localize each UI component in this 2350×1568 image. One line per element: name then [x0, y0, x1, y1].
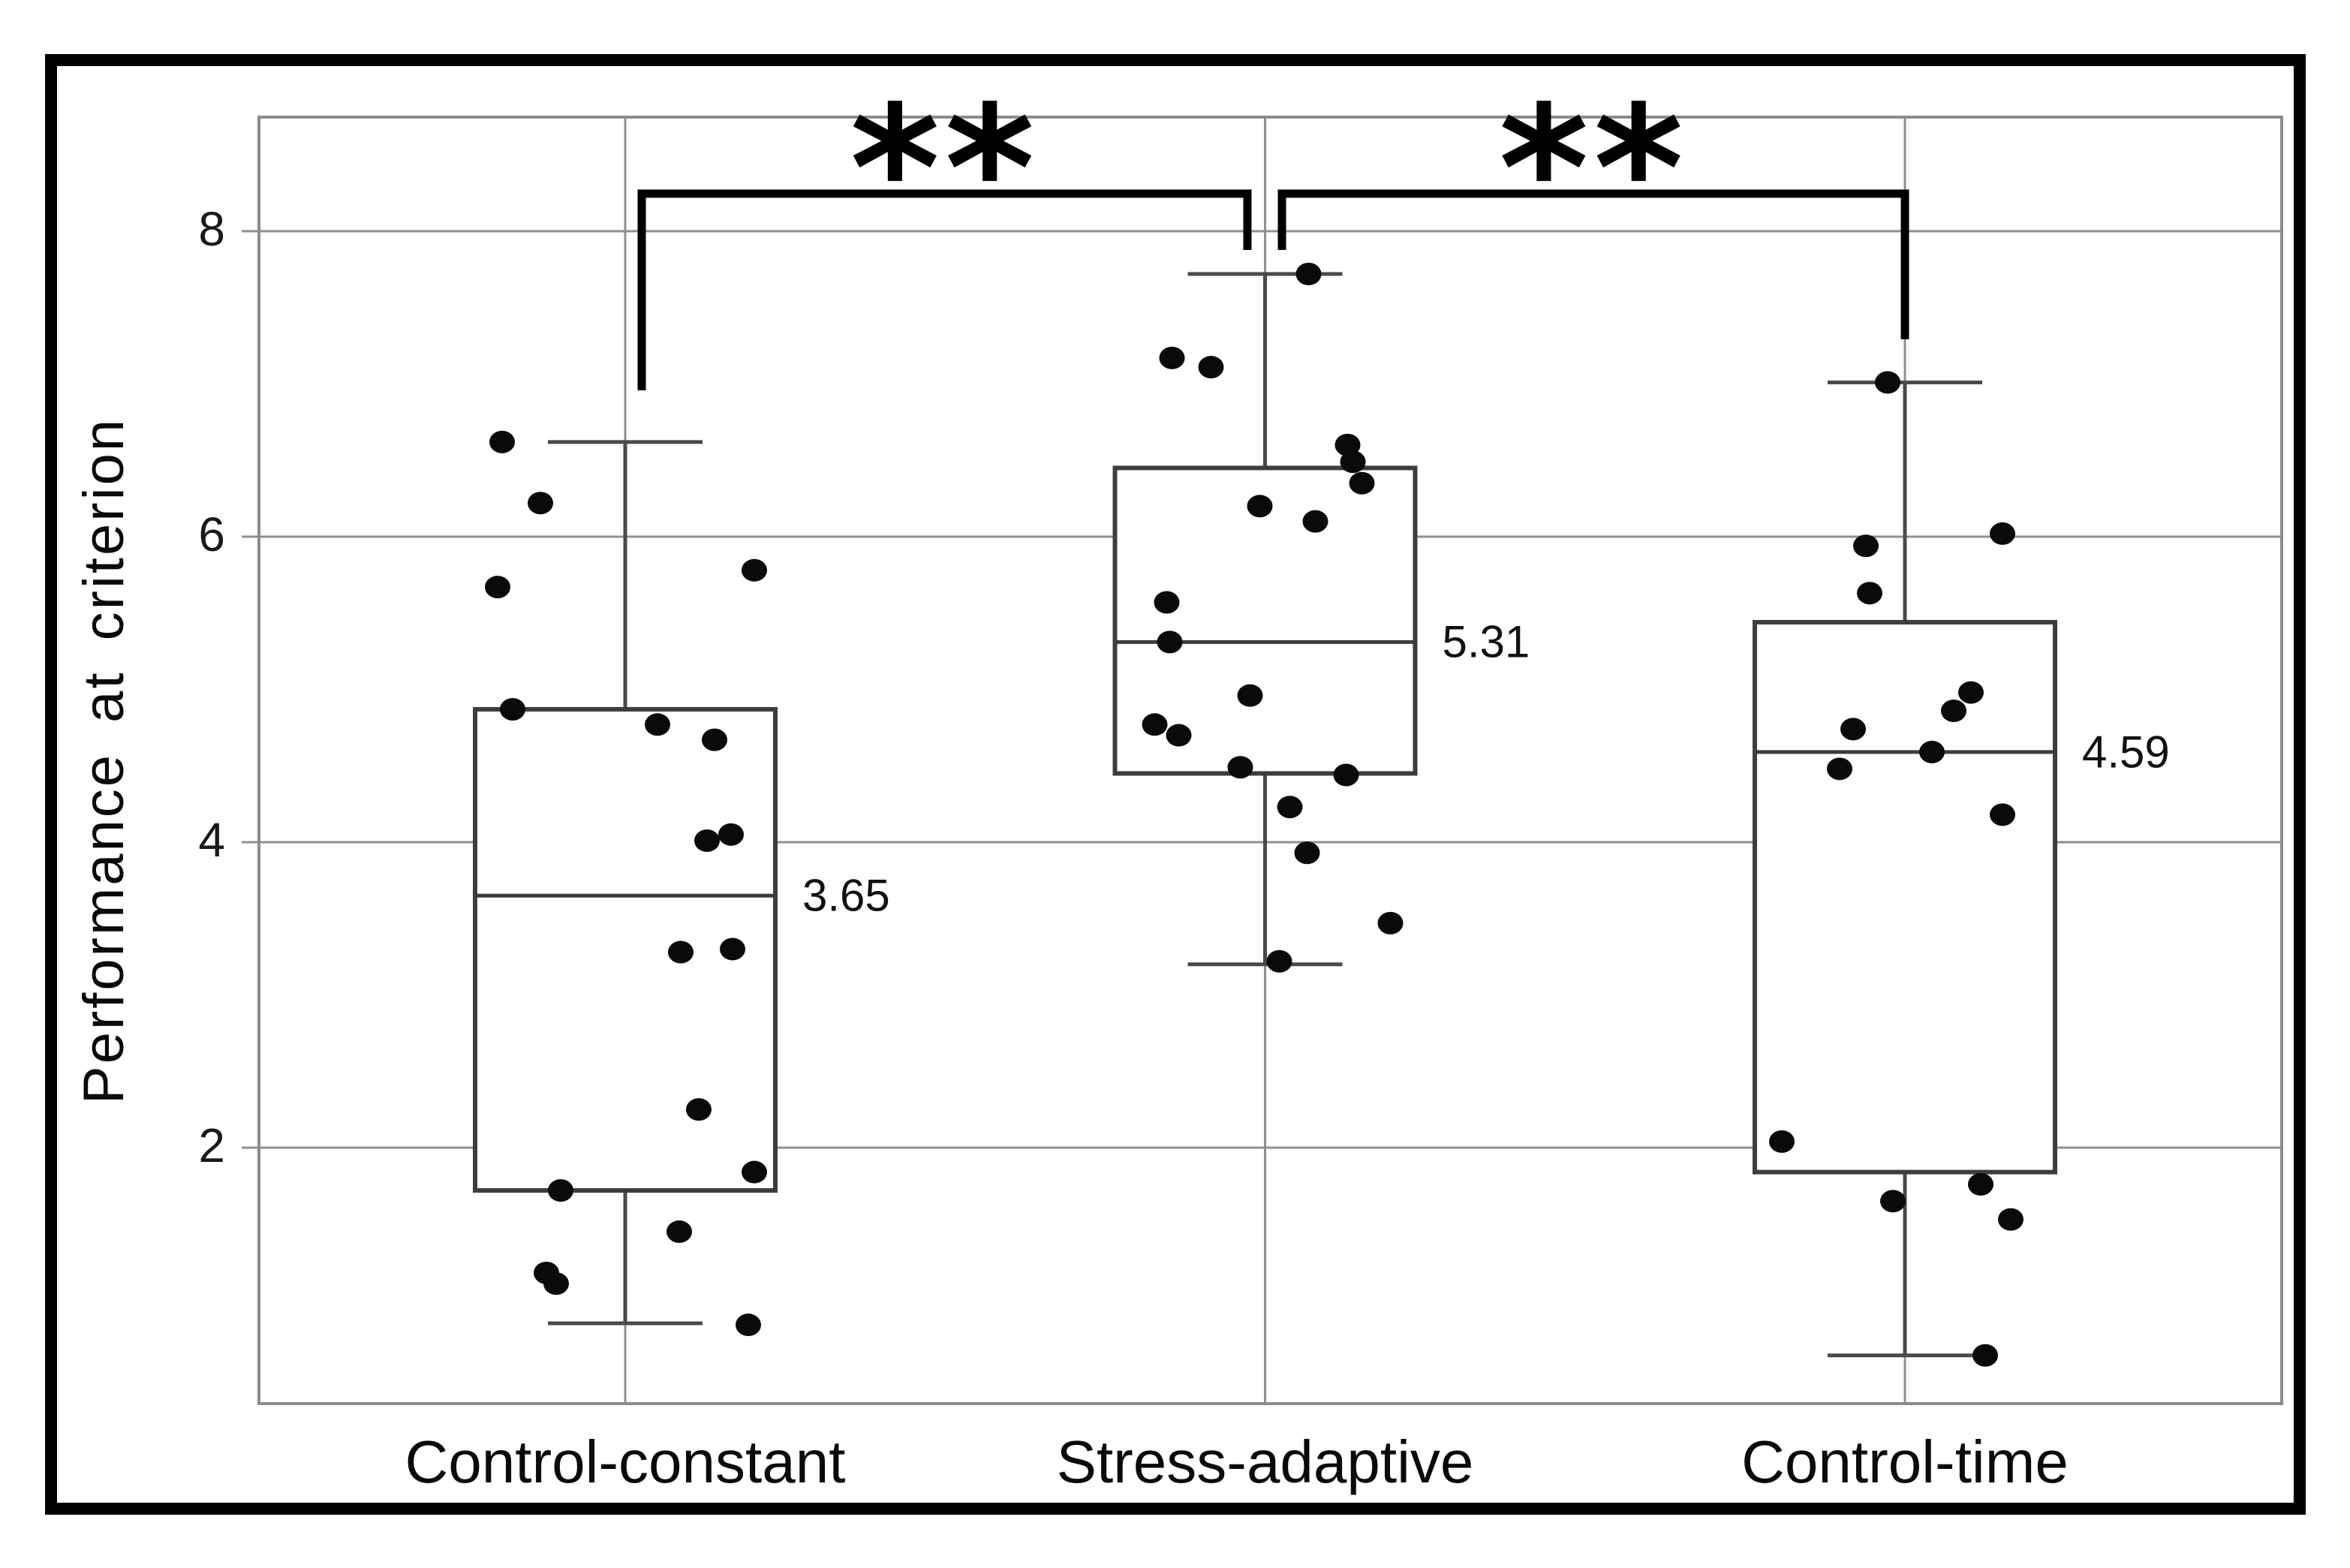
- data-point-0-0: [489, 430, 515, 453]
- data-point-1-12: [1166, 724, 1192, 747]
- data-point-1-1: [1159, 346, 1185, 369]
- significance-bracket-right: [1277, 189, 1909, 339]
- category-label-control-constant: Control-constant: [405, 1428, 846, 1495]
- data-point-2-7: [1919, 740, 1945, 763]
- data-point-2-13: [1998, 1208, 2024, 1231]
- data-point-0-12: [742, 1160, 767, 1184]
- data-point-1-13: [1227, 756, 1253, 779]
- data-point-2-10: [1769, 1130, 1795, 1153]
- data-point-0-3: [485, 576, 510, 599]
- median-value-label-stress-adaptive: 5.31: [1442, 616, 1530, 667]
- data-point-2-3: [1857, 582, 1882, 605]
- data-point-1-4: [1340, 450, 1366, 474]
- data-point-2-9: [1990, 803, 2015, 826]
- data-point-1-14: [1333, 763, 1359, 787]
- data-point-0-17: [736, 1314, 761, 1337]
- data-point-2-14: [1972, 1344, 1998, 1367]
- data-point-1-6: [1247, 495, 1273, 518]
- data-point-1-5: [1349, 471, 1375, 495]
- data-point-0-8: [694, 829, 720, 852]
- data-point-1-10: [1237, 684, 1263, 707]
- data-point-1-11: [1142, 713, 1168, 736]
- category-label-control-time: Control-time: [1741, 1428, 2069, 1495]
- data-point-2-0: [1875, 371, 1900, 394]
- data-point-1-8: [1154, 591, 1180, 614]
- data-point-0-10: [668, 940, 694, 964]
- data-point-0-6: [702, 728, 727, 751]
- y-tick-label-6: 6: [198, 507, 225, 562]
- data-point-0-1: [528, 492, 553, 515]
- y-tick-label-4: 4: [198, 813, 225, 868]
- iqr-box-2: [1753, 619, 2057, 1175]
- data-point-2-8: [1827, 757, 1852, 781]
- data-point-0-4: [500, 697, 525, 721]
- data-point-2-1: [1990, 522, 2015, 545]
- data-point-1-15: [1277, 796, 1303, 819]
- data-point-2-4: [1958, 681, 1984, 704]
- significance-asterisks-left: **: [850, 70, 1040, 270]
- category-label-stress-adaptive: Stress-adaptive: [1056, 1428, 1474, 1495]
- data-point-1-0: [1295, 262, 1322, 285]
- data-point-0-5: [645, 713, 670, 736]
- data-point-0-2: [742, 558, 767, 582]
- data-point-0-16: [543, 1272, 569, 1296]
- y-axis-title: Performance at criterion: [72, 417, 136, 1104]
- data-point-2-5: [1941, 699, 1966, 722]
- significance-asterisks-right: **: [1498, 70, 1689, 270]
- data-point-0-13: [548, 1178, 573, 1202]
- data-point-1-16: [1294, 841, 1320, 865]
- data-point-1-18: [1266, 950, 1292, 973]
- data-point-0-9: [720, 937, 745, 961]
- significance-bracket-left: [637, 189, 1252, 390]
- data-point-2-2: [1853, 534, 1879, 558]
- data-point-1-7: [1302, 510, 1328, 533]
- data-point-2-6: [1840, 718, 1866, 741]
- plot-area-border: [257, 116, 2283, 1405]
- data-point-0-7: [718, 823, 744, 846]
- data-point-1-9: [1157, 631, 1183, 654]
- data-point-1-17: [1377, 911, 1404, 934]
- y-tick-label-2: 2: [198, 1118, 225, 1173]
- data-point-1-2: [1198, 356, 1224, 379]
- data-point-0-11: [686, 1098, 712, 1121]
- median-value-label-control-time: 4.59: [2082, 727, 2170, 778]
- data-point-0-14: [666, 1220, 692, 1243]
- data-point-2-11: [1968, 1172, 1993, 1196]
- y-tick-label-8: 8: [198, 202, 225, 257]
- data-point-2-12: [1880, 1190, 1906, 1213]
- median-value-label-control-constant: 3.65: [802, 870, 890, 921]
